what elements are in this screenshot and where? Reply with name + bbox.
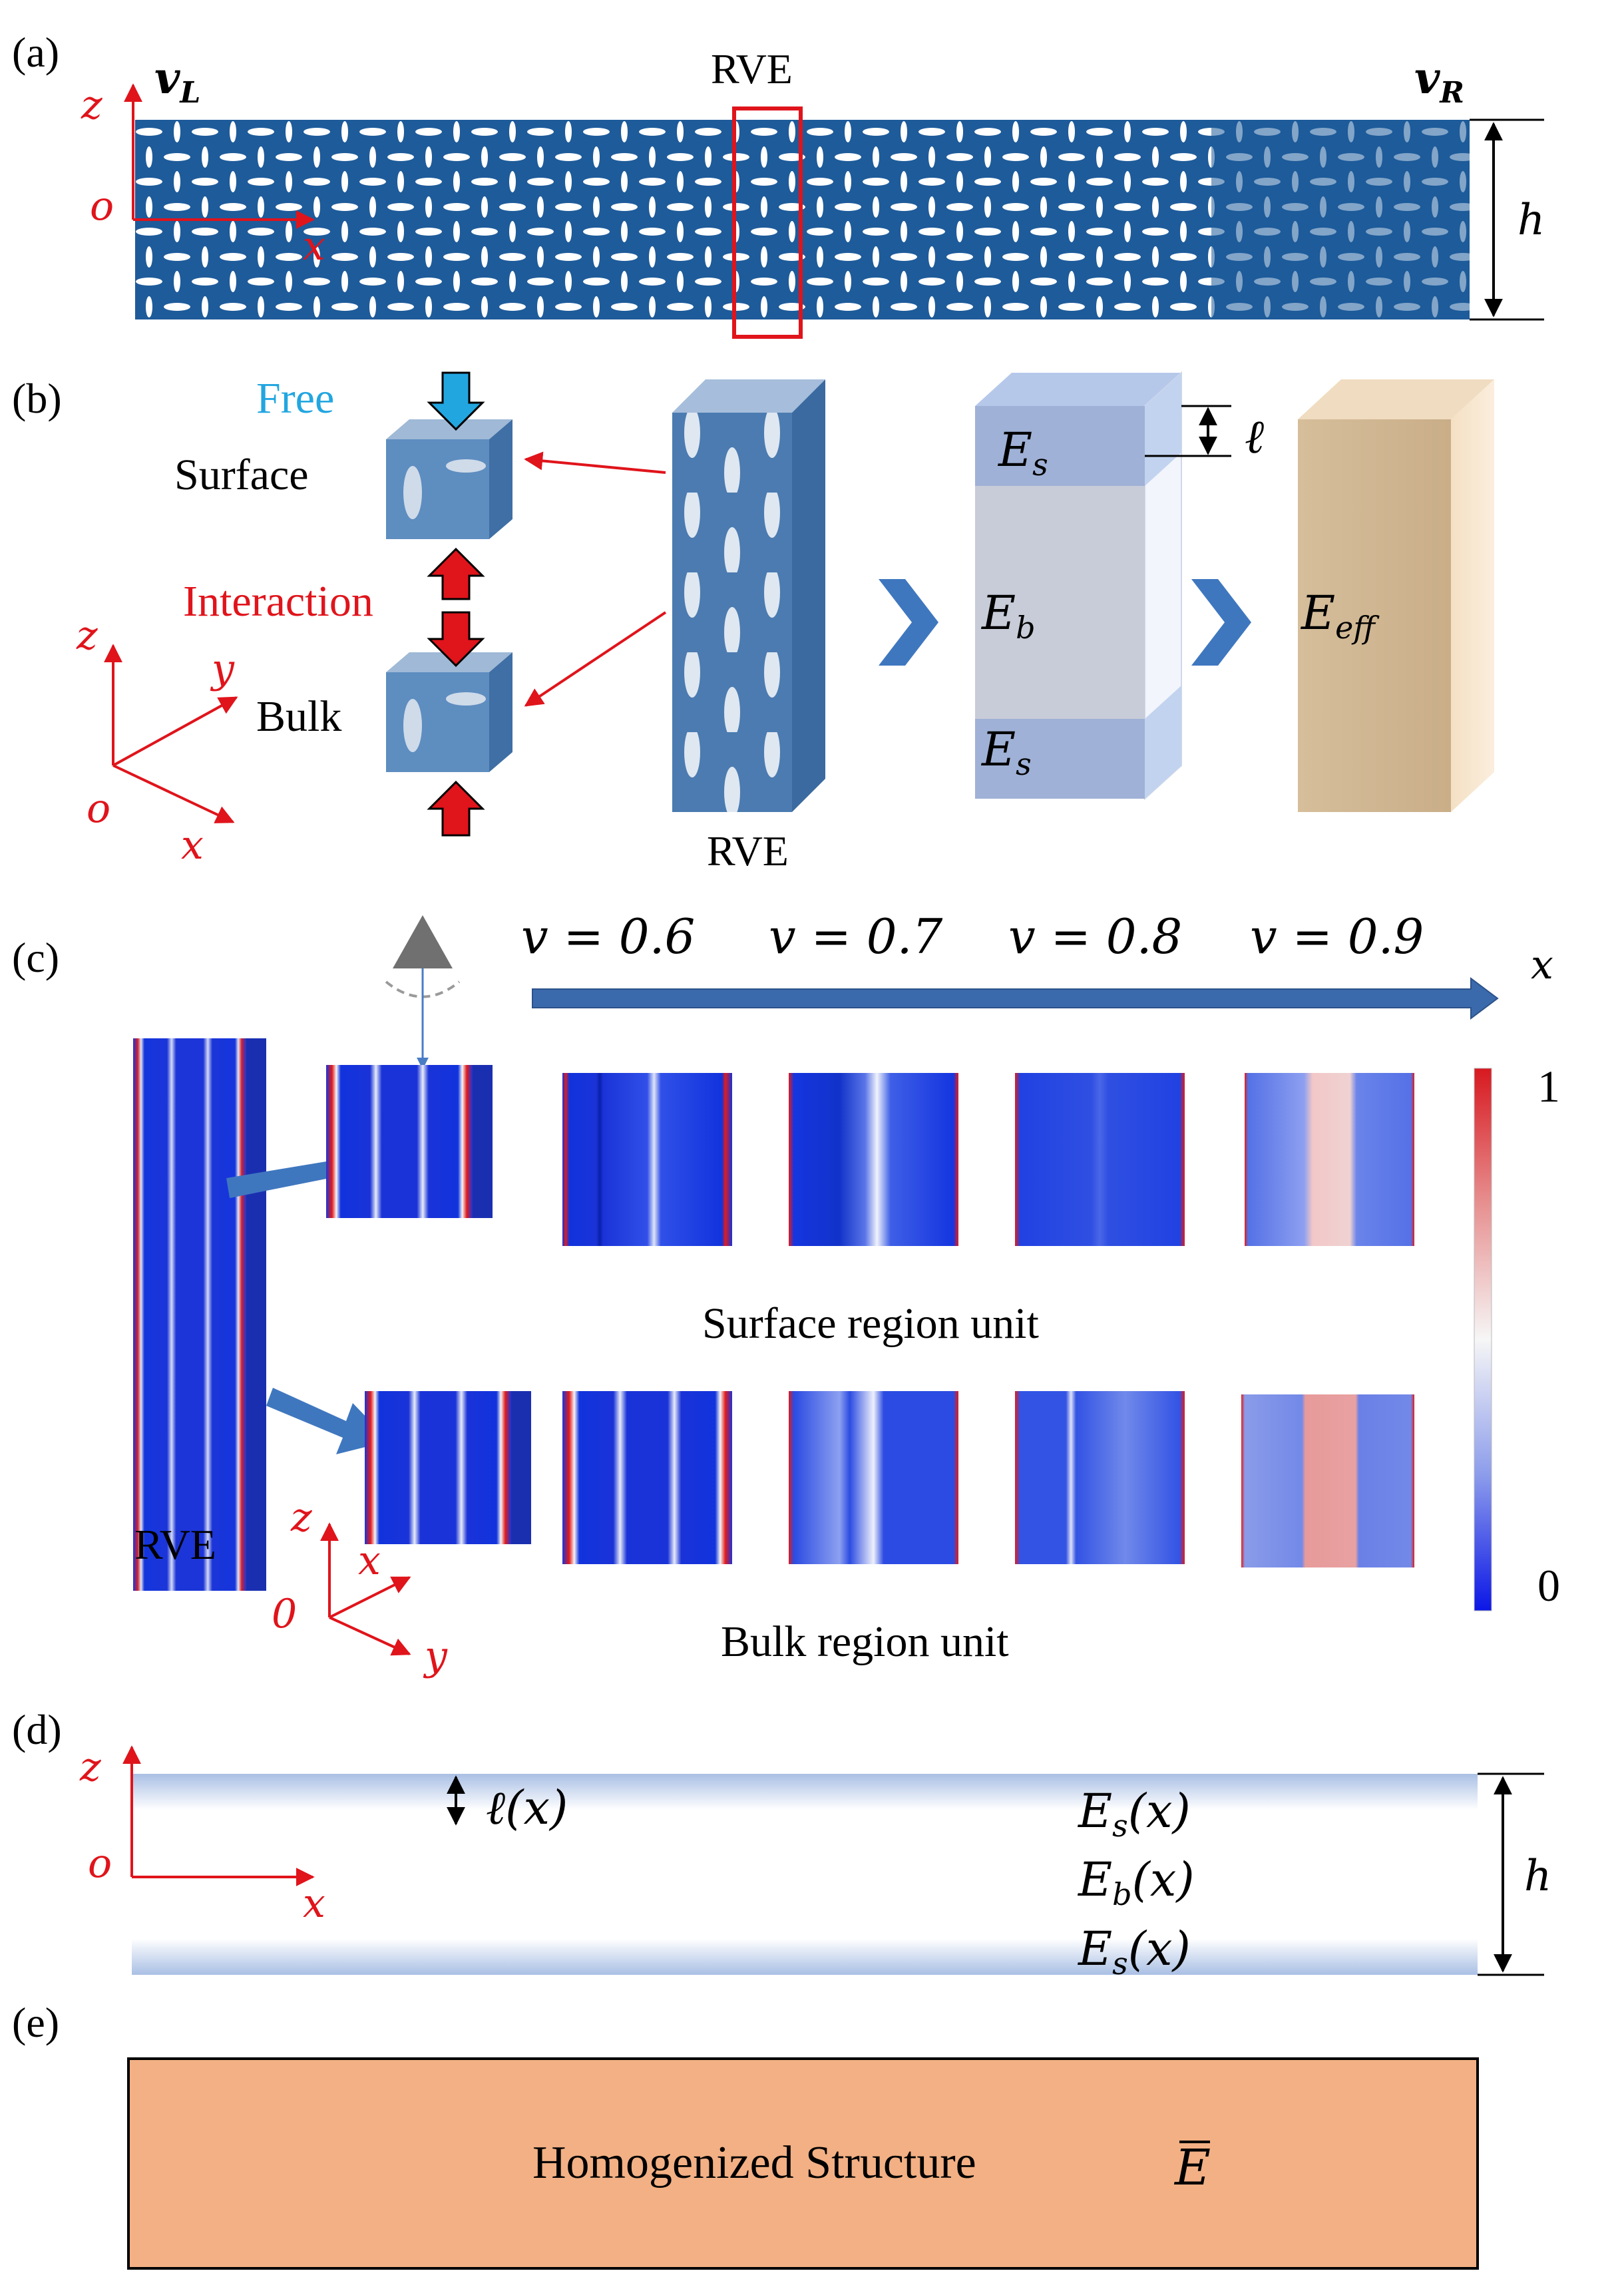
surface-unit-3d bbox=[326, 1065, 493, 1218]
free-surface-arrow-icon bbox=[427, 371, 485, 431]
ell-label-b: ℓ bbox=[1245, 409, 1264, 464]
perforated-beam-right-fade bbox=[1211, 120, 1470, 319]
axis-o-label-a: o bbox=[90, 183, 114, 230]
rve-highlight-box bbox=[732, 106, 803, 339]
axis-y-arrow-b bbox=[112, 696, 238, 767]
bulk-map-v07 bbox=[789, 1391, 958, 1564]
layered-column bbox=[975, 371, 1182, 801]
axis-o-label-c: 0 bbox=[272, 1591, 297, 1637]
panel-e: (e) Homogenized Structure E bbox=[12, 1999, 1479, 2270]
rve-label-a: RVE bbox=[711, 45, 793, 93]
axis-x-label-b: x bbox=[181, 822, 204, 869]
x-direction-arrow bbox=[532, 977, 1499, 1020]
rve-column bbox=[672, 379, 825, 812]
axis-x-label-c: x bbox=[358, 1538, 381, 1584]
surface-caption: Surface region unit bbox=[702, 1299, 1039, 1348]
colorbar-min-label: 0 bbox=[1537, 1560, 1560, 1611]
homogenized-caption: Homogenized Structure bbox=[532, 2137, 976, 2188]
axis-z-label-c: z bbox=[290, 1494, 312, 1541]
axis-o-label-b: o bbox=[87, 785, 110, 832]
rve-to-bulk-arrow bbox=[524, 611, 667, 707]
colorbar bbox=[1474, 1068, 1492, 1611]
axis-y-label-c: y bbox=[423, 1633, 448, 1679]
v-label-4: v = 0.9 bbox=[1250, 909, 1424, 964]
surface-map-v06 bbox=[562, 1073, 732, 1246]
chevron-right-icon bbox=[879, 579, 938, 666]
axis-x-arrow-b bbox=[112, 764, 235, 823]
panel-b: (b) Free Surface Interaction Bulk bbox=[12, 371, 1494, 875]
E-b-label-d: Eb(x) bbox=[1077, 1852, 1195, 1912]
axis-z-label-a: z bbox=[81, 82, 102, 128]
rve-stack-3d bbox=[133, 1038, 266, 1591]
surface-map-v09 bbox=[1245, 1073, 1414, 1246]
bulk-map-v09 bbox=[1241, 1394, 1414, 1567]
axis-y-label-b: y bbox=[210, 646, 235, 692]
v-right-label: vR bbox=[1414, 52, 1464, 110]
panel-a-tag: (a) bbox=[12, 29, 59, 76]
panel-a: (a) h RVE vL vR z o x bbox=[12, 29, 1545, 339]
E-b-label: Eb bbox=[980, 586, 1036, 646]
E-bar-label: E bbox=[1173, 2139, 1211, 2196]
v-label-2: v = 0.7 bbox=[769, 909, 942, 964]
E-s-bottom-label: Es bbox=[980, 722, 1032, 782]
chevron-right-icon-2 bbox=[1191, 579, 1251, 666]
x-direction-label: x bbox=[1531, 942, 1553, 988]
bulk-label: Bulk bbox=[256, 692, 341, 741]
E-s-top-label-d: Es(x) bbox=[1077, 1784, 1191, 1844]
rve-to-bulk-block-arrow bbox=[266, 1388, 389, 1454]
interaction-up-arrow-icon bbox=[427, 547, 485, 600]
view-direction-icon bbox=[393, 915, 453, 968]
bulk-map-v06 bbox=[562, 1391, 732, 1564]
bulk-unit-cube bbox=[386, 652, 512, 772]
free-label: Free bbox=[256, 374, 334, 423]
surface-map-v08 bbox=[1015, 1073, 1185, 1246]
bulk-bottom-arrow-icon bbox=[427, 780, 485, 837]
rve-to-surface-arrow bbox=[524, 451, 666, 474]
panel-c: (c) v = 0.6 v = 0.7 v = 0.8 v = 0.9 x RV… bbox=[12, 909, 1560, 1679]
E-eff-label: Eeff bbox=[1300, 586, 1380, 646]
axis-x-label-d: x bbox=[303, 1880, 325, 1927]
v-label-3: v = 0.8 bbox=[1008, 909, 1182, 964]
axis-x-arrow-c bbox=[329, 1576, 411, 1619]
axis-x-label-a: x bbox=[303, 223, 325, 270]
panel-c-tag: (c) bbox=[12, 934, 59, 981]
rve-label-c: RVE bbox=[134, 1521, 216, 1568]
E-s-top-label: Es bbox=[997, 423, 1048, 483]
graded-layer-beam bbox=[132, 1774, 1478, 1975]
E-s-bottom-label-d: Es(x) bbox=[1077, 1922, 1191, 1981]
axis-z-label-b: z bbox=[76, 612, 98, 659]
surface-unit-cube bbox=[386, 419, 512, 539]
axis-o-label-d: o bbox=[88, 1840, 112, 1887]
ell-x-label: ℓ(x) bbox=[486, 1780, 568, 1835]
effective-column bbox=[1298, 379, 1494, 812]
panel-b-tag: (b) bbox=[12, 375, 62, 422]
bulk-caption: Bulk region unit bbox=[721, 1617, 1009, 1666]
axis-z-label-d: z bbox=[79, 1744, 101, 1790]
colorbar-max-label: 1 bbox=[1537, 1061, 1560, 1112]
interaction-down-arrow-icon bbox=[427, 611, 485, 668]
homogenized-structure-box bbox=[127, 2057, 1479, 2270]
bulk-unit-3d bbox=[365, 1391, 531, 1544]
height-label: h bbox=[1518, 196, 1545, 245]
height-label-d: h bbox=[1524, 1852, 1551, 1901]
interaction-label: Interaction bbox=[183, 577, 373, 626]
panel-d-tag: (d) bbox=[12, 1706, 62, 1753]
panel-d: (d) h ℓ(x) Es(x) Eb(x) Es(x) z o x bbox=[12, 1706, 1551, 1981]
axis-y-arrow-c bbox=[329, 1616, 411, 1656]
v-left-label: vL bbox=[154, 52, 200, 110]
rve-label-b: RVE bbox=[707, 827, 789, 875]
panel-e-tag: (e) bbox=[12, 1999, 59, 2046]
surface-label: Surface bbox=[174, 451, 309, 499]
v-label-1: v = 0.6 bbox=[521, 909, 695, 964]
surface-map-v07 bbox=[789, 1073, 958, 1246]
bulk-map-v08 bbox=[1015, 1391, 1185, 1564]
